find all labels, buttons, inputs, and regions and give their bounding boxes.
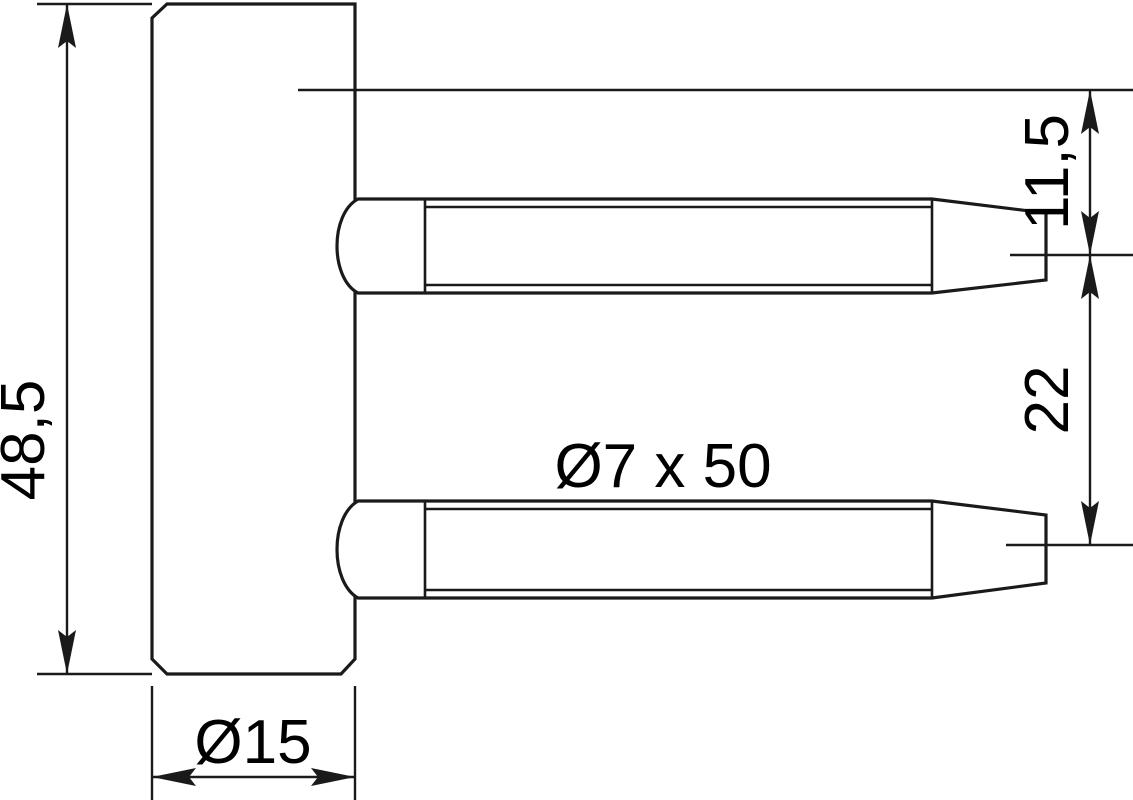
dimension-pin-spacing: 22 xyxy=(1013,255,1099,545)
dimension-label-body-diameter: Ø15 xyxy=(194,708,311,777)
dimension-top-offset: 11,5 xyxy=(1013,90,1099,255)
dimension-label-pin-spacing: 22 xyxy=(1013,366,1082,435)
dimension-body-diameter: Ø15 xyxy=(150,686,357,800)
dimension-label-pin-spec: Ø7 x 50 xyxy=(554,432,771,501)
lower-pin xyxy=(335,499,1048,600)
hinge-body-barrel xyxy=(150,2,357,676)
dimension-label-top-offset: 11,5 xyxy=(1013,114,1082,230)
dimension-height-overall: 48,5 xyxy=(0,2,152,676)
upper-pin xyxy=(335,197,1048,295)
dimension-label-height: 48,5 xyxy=(0,380,58,501)
pin-spec-note: Ø7 x 50 xyxy=(554,432,771,501)
